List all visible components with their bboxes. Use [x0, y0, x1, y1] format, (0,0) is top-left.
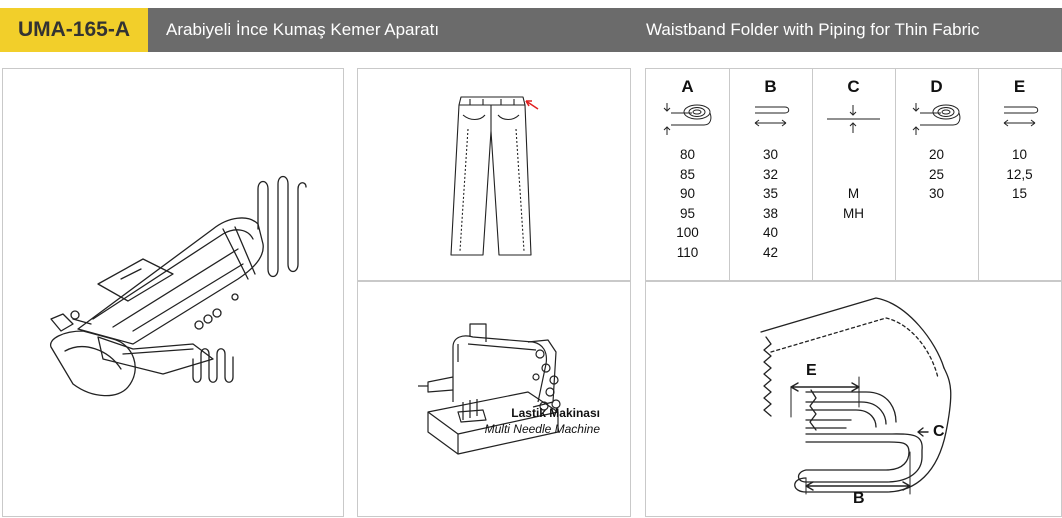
column-e-values: 10 12,5 15	[978, 145, 1061, 204]
machine-caption: Lastik Makinası Multi Needle Machine	[485, 405, 600, 437]
column-divider	[729, 69, 730, 281]
value-b-2: 32	[762, 166, 779, 182]
folded-width-icon	[1003, 106, 1039, 127]
attachment-panel	[2, 68, 344, 517]
column-a: A 80 85 90 95 100 110	[646, 69, 729, 281]
value-c-2	[812, 165, 895, 185]
column-c: C M MH	[812, 69, 895, 281]
column-c-letter: C	[847, 77, 860, 96]
column-b: B 30 32 35 38 40 42	[729, 69, 812, 281]
trousers-panel	[357, 68, 631, 281]
column-a-values: 80 85 90 95 100 110	[646, 145, 729, 263]
column-divider	[895, 69, 896, 281]
value-b-4: 38	[762, 205, 779, 221]
value-a-4: 95	[679, 205, 696, 221]
value-d-3: 30	[928, 186, 945, 202]
value-b-3: 35	[762, 186, 779, 202]
value-a-5: 100	[676, 225, 699, 241]
dimension-label-e: E	[806, 362, 817, 379]
multi-needle-machine-illustration	[418, 323, 561, 455]
value-a-3: 90	[679, 186, 696, 202]
column-a-letter: A	[681, 77, 694, 96]
dimension-label-b: B	[853, 490, 865, 507]
column-d: D 20 25 30	[895, 69, 978, 281]
product-code: UMA-165-A	[0, 8, 148, 52]
title-turkish: Arabiyeli İnce Kumaş Kemer Aparatı	[166, 20, 440, 39]
machine-label-turkish: Lastik Makinası	[511, 406, 600, 420]
trousers-illustration	[450, 96, 539, 256]
value-e-1: 10	[1011, 147, 1028, 162]
column-d-letter: D	[930, 77, 943, 96]
value-b-1: 30	[762, 147, 779, 162]
machine-label-english: Multi Needle Machine	[484, 422, 600, 436]
column-b-values: 30 32 35 38 40 42	[729, 145, 812, 263]
column-d-values: 20 25 30	[895, 145, 978, 204]
fold-cross-section-diagram	[760, 297, 952, 495]
value-a-2: 85	[679, 166, 696, 182]
machine-panel: Lastik Makinası Multi Needle Machine	[357, 281, 631, 517]
spec-table: A 80 85 90 95 100 110 B 30 32 35	[645, 68, 1062, 281]
column-e-letter: E	[1013, 77, 1026, 96]
roll-height-icon	[663, 103, 712, 135]
value-d-2: 25	[928, 166, 945, 182]
folded-width-icon	[754, 106, 790, 127]
column-divider	[978, 69, 979, 281]
title-english: Waistband Folder with Piping for Thin Fa…	[646, 20, 980, 39]
column-c-values: M MH	[812, 145, 895, 223]
column-divider	[812, 69, 813, 281]
roll-height-icon	[912, 103, 961, 135]
value-a-1: 80	[679, 147, 696, 162]
value-e-3: 15	[1011, 186, 1028, 202]
column-b-letter: B	[764, 77, 777, 96]
value-b-6: 42	[762, 244, 779, 260]
value-a-6: 110	[676, 244, 699, 260]
fold-diagram-panel: E B C	[645, 281, 1062, 517]
folder-attachment-illustration	[50, 175, 307, 397]
header-bar: UMA-165-A Arabiyeli İnce Kumaş Kemer Apa…	[0, 8, 1062, 52]
dimension-label-c: C	[933, 423, 945, 440]
value-d-1: 20	[928, 147, 945, 162]
fabric-thickness-icon	[827, 105, 880, 133]
value-e-2: 12,5	[1006, 166, 1033, 182]
column-e: E 10 12,5 15	[978, 69, 1061, 281]
value-c-3: M	[847, 186, 860, 202]
value-b-5: 40	[762, 225, 779, 241]
value-c-1	[812, 145, 895, 165]
value-c-4: MH	[843, 205, 864, 221]
